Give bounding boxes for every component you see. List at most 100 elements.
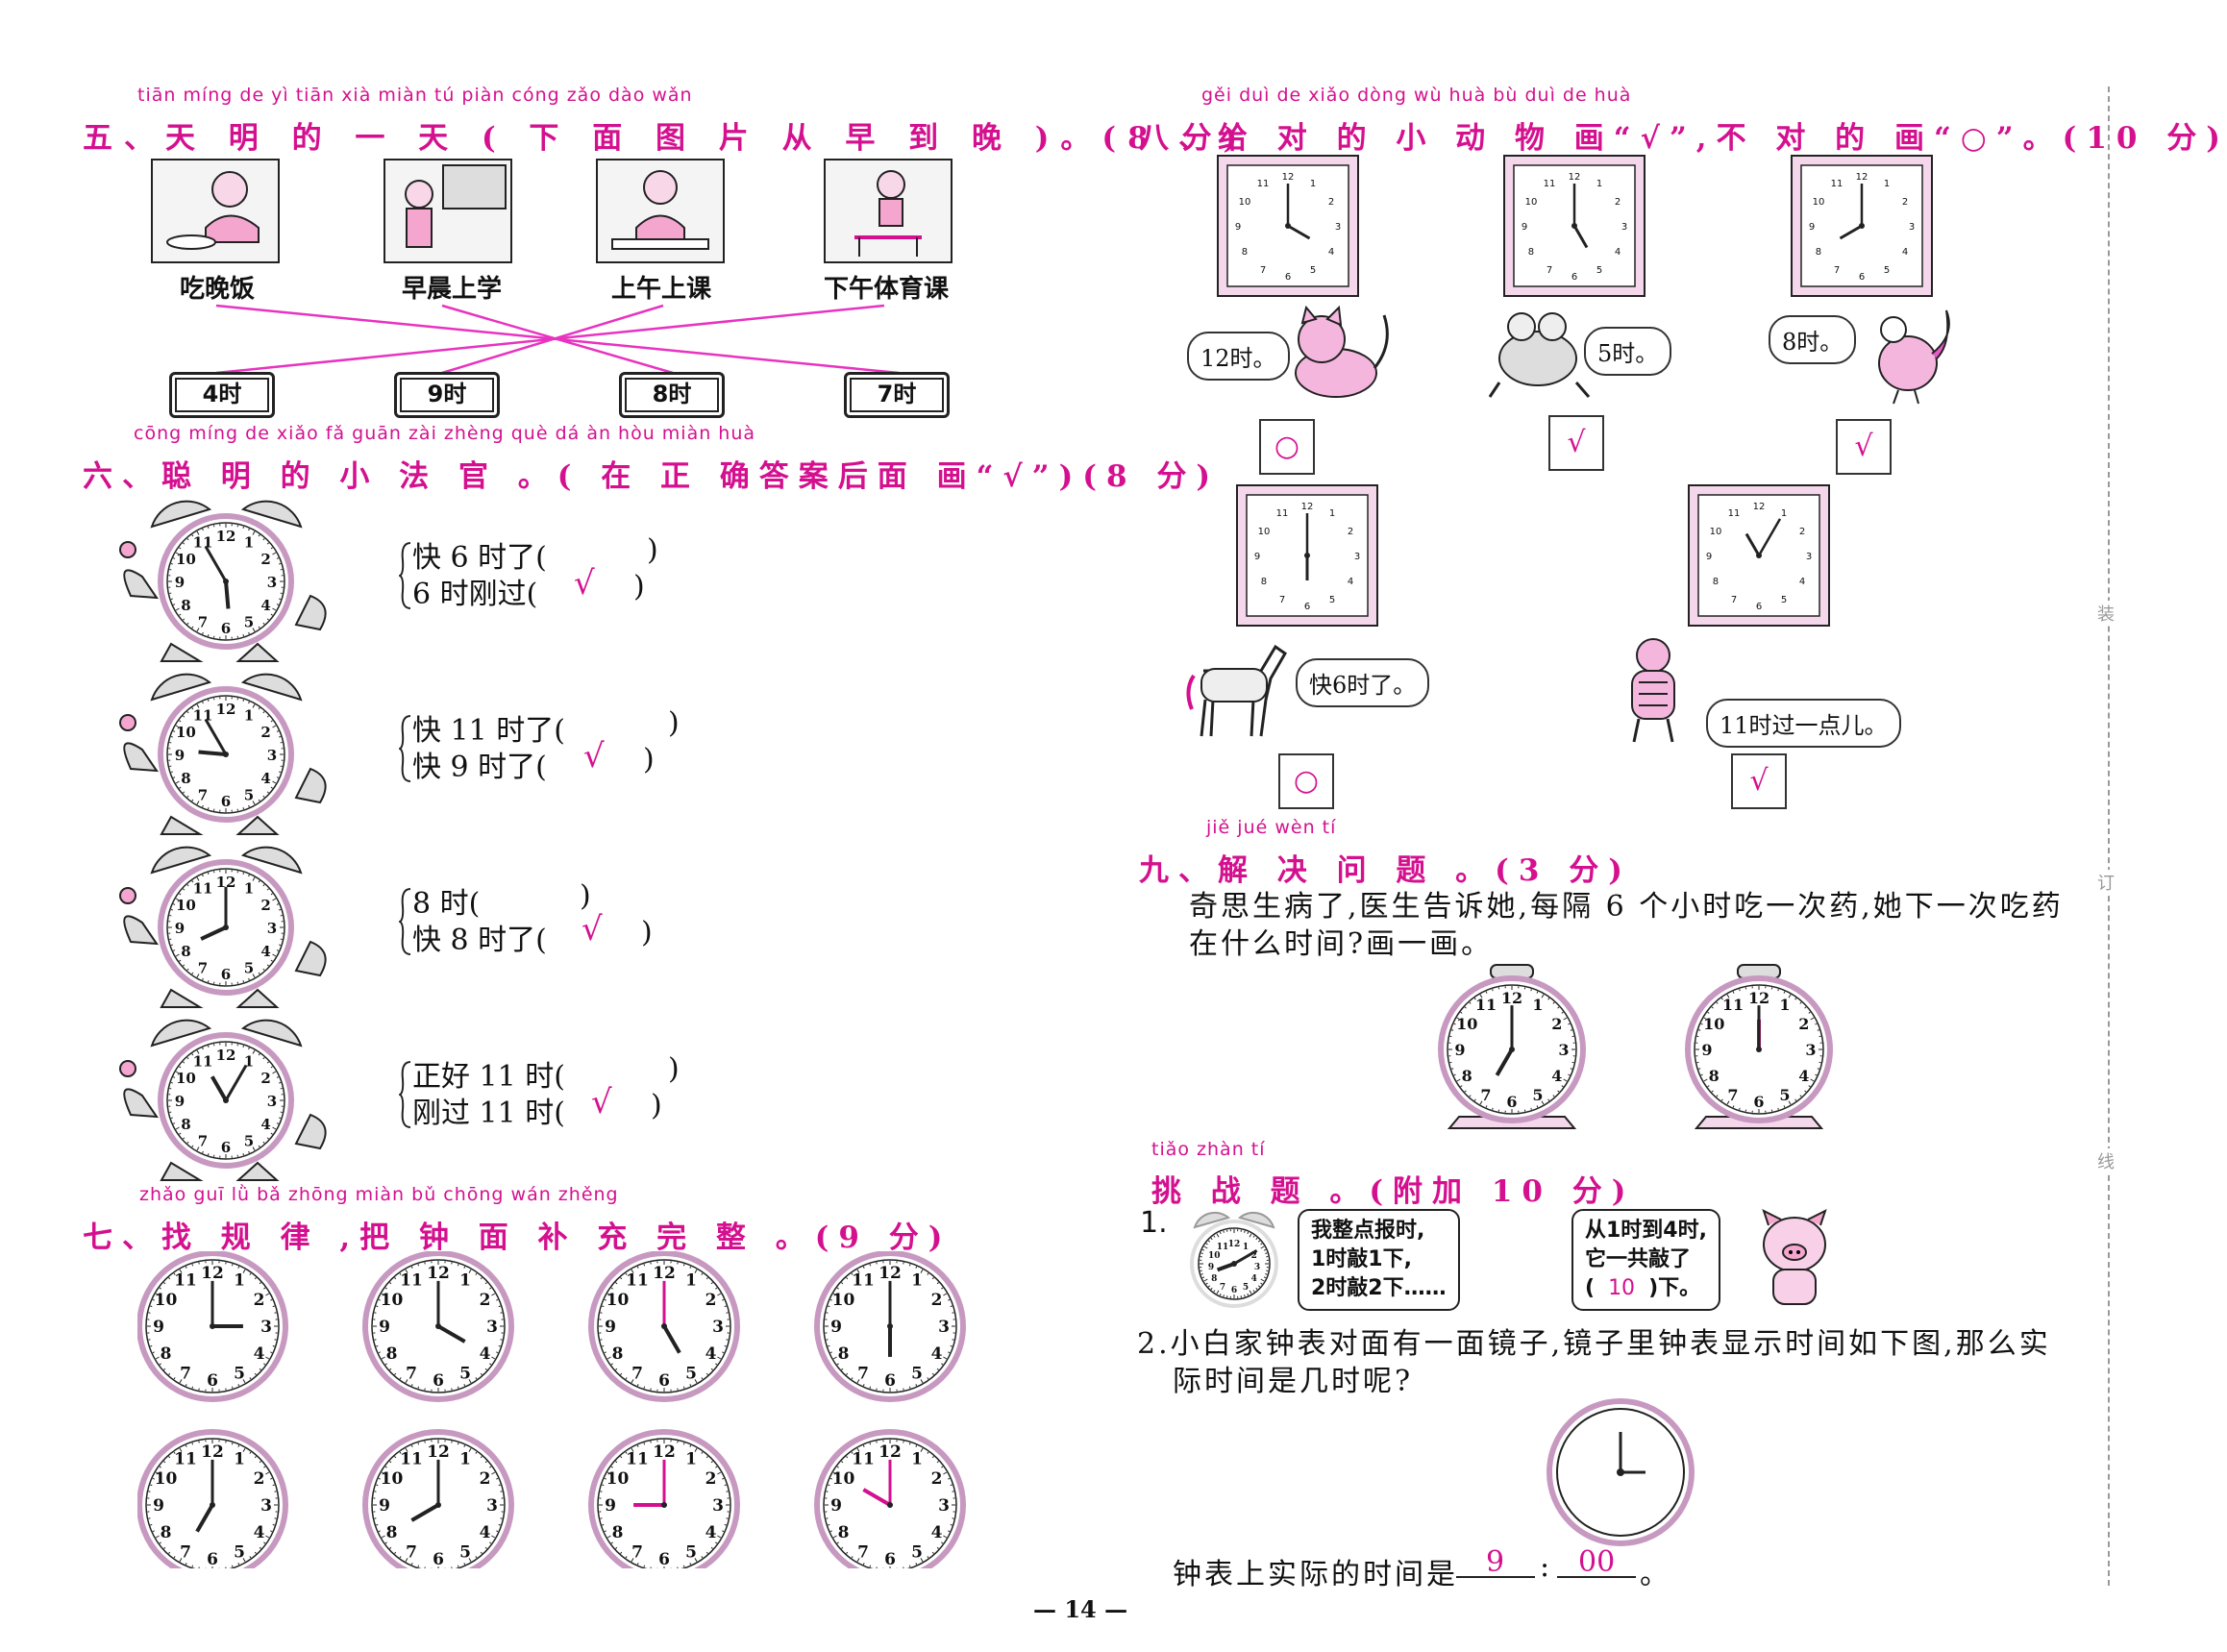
svg-text:1: 1 bbox=[244, 879, 254, 897]
svg-text:1: 1 bbox=[1781, 508, 1787, 519]
svg-text:12: 12 bbox=[1569, 172, 1581, 183]
picture-label-2: 早晨上学 bbox=[402, 275, 503, 304]
svg-text:7: 7 bbox=[180, 1364, 191, 1383]
svg-text:4: 4 bbox=[254, 1523, 265, 1542]
svg-text:2: 2 bbox=[1902, 197, 1908, 208]
svg-text:6: 6 bbox=[1304, 602, 1310, 612]
s6-item-1-answer: √ bbox=[574, 564, 595, 603]
svg-text:11: 11 bbox=[1217, 1243, 1229, 1252]
svg-text:1: 1 bbox=[1310, 179, 1316, 189]
picture-pe bbox=[824, 159, 953, 263]
s9-title: 九、解 决 问 题 。(3 分) bbox=[1139, 853, 1632, 888]
svg-text:5: 5 bbox=[244, 960, 254, 977]
svg-text:10: 10 bbox=[1208, 1251, 1221, 1261]
svg-text:7: 7 bbox=[406, 1364, 417, 1383]
svg-text:8: 8 bbox=[386, 1523, 398, 1542]
speech-bubble-tiger: 11时过一点儿。 bbox=[1706, 699, 1901, 748]
s5-title: 五、天 明 的 一 天 ( 下 面 图 片 从 早 到 晚 )。(8 分) bbox=[83, 121, 1250, 156]
svg-text:1: 1 bbox=[244, 706, 254, 724]
svg-text:11: 11 bbox=[626, 1450, 649, 1469]
svg-text:9: 9 bbox=[1208, 1263, 1214, 1272]
svg-text:3: 3 bbox=[712, 1496, 724, 1516]
svg-text:2: 2 bbox=[1348, 527, 1353, 537]
answer-box-3: √ bbox=[1836, 419, 1892, 475]
matching-lines bbox=[215, 304, 900, 375]
minute-answer: 00 bbox=[1578, 1545, 1616, 1579]
svg-text:5: 5 bbox=[234, 1364, 245, 1383]
svg-text:9: 9 bbox=[175, 920, 185, 937]
svg-text:1: 1 bbox=[911, 1271, 923, 1291]
svg-text:9: 9 bbox=[153, 1318, 164, 1337]
svg-text:1: 1 bbox=[244, 1052, 254, 1070]
svg-text:8: 8 bbox=[1242, 247, 1248, 258]
svg-text:9: 9 bbox=[830, 1318, 842, 1337]
s6-item-2-b: 快 9 时了( bbox=[412, 751, 547, 784]
svg-text:3: 3 bbox=[938, 1318, 950, 1337]
svg-text:1: 1 bbox=[685, 1450, 697, 1469]
svg-text:12: 12 bbox=[1753, 502, 1766, 512]
svg-text:8: 8 bbox=[161, 1344, 172, 1364]
svg-text:12: 12 bbox=[653, 1264, 676, 1283]
clock-speech-line-2: 1时敲1下, bbox=[1311, 1247, 1412, 1271]
svg-text:5: 5 bbox=[1532, 1086, 1543, 1104]
paren: ( bbox=[1585, 1276, 1596, 1300]
svg-text:6: 6 bbox=[207, 1550, 218, 1568]
answer-box-5: √ bbox=[1731, 753, 1787, 809]
svg-text:8: 8 bbox=[1816, 247, 1821, 258]
svg-text:6: 6 bbox=[221, 793, 231, 810]
svg-text:5: 5 bbox=[244, 614, 254, 631]
svg-text:4: 4 bbox=[260, 1116, 270, 1133]
picture-school bbox=[384, 159, 512, 263]
svg-text:12: 12 bbox=[201, 1264, 224, 1283]
svg-text:11: 11 bbox=[1728, 508, 1741, 519]
svg-text:11: 11 bbox=[174, 1271, 197, 1291]
svg-text:1: 1 bbox=[911, 1450, 923, 1469]
svg-text:5: 5 bbox=[685, 1542, 697, 1562]
svg-text:11: 11 bbox=[1544, 179, 1556, 189]
svg-text:12: 12 bbox=[427, 1264, 450, 1283]
svg-text:7: 7 bbox=[1731, 595, 1737, 605]
svg-text:12: 12 bbox=[201, 1442, 224, 1462]
svg-text:7: 7 bbox=[631, 1542, 643, 1562]
svg-text:6: 6 bbox=[221, 620, 231, 637]
svg-text:10: 10 bbox=[176, 897, 196, 914]
svg-text:2: 2 bbox=[705, 1469, 717, 1489]
svg-text:8: 8 bbox=[1528, 247, 1534, 258]
svg-text:7: 7 bbox=[631, 1364, 643, 1383]
svg-text:12: 12 bbox=[427, 1442, 450, 1462]
challenge-q2-line-1: 2.小白家钟表对面有一面镜子,镜子里钟表显示时间如下图,那么实 bbox=[1137, 1327, 2051, 1361]
s6-item-4-b: 刚过 11 时( bbox=[412, 1097, 565, 1130]
mirror-clock bbox=[1547, 1398, 1695, 1546]
svg-text:10: 10 bbox=[1703, 1015, 1724, 1033]
svg-text:6: 6 bbox=[433, 1550, 444, 1568]
svg-text:8: 8 bbox=[1261, 577, 1267, 587]
paren: ) bbox=[633, 570, 645, 604]
time-box-1: 4时 bbox=[169, 372, 275, 418]
s6-item-4-a: 正好 11 时( bbox=[412, 1060, 565, 1094]
answer-box-2: √ bbox=[1548, 415, 1604, 471]
svg-text:5: 5 bbox=[234, 1542, 245, 1562]
svg-text:6: 6 bbox=[884, 1371, 896, 1391]
s9-pinyin: jiě jué wèn tí bbox=[1206, 817, 1337, 838]
svg-text:6: 6 bbox=[884, 1550, 896, 1568]
s5-pinyin: tiān míng de yì tiān xià miàn tú piàn có… bbox=[137, 85, 693, 106]
svg-text:10: 10 bbox=[1258, 527, 1271, 537]
svg-text:8: 8 bbox=[838, 1344, 850, 1364]
svg-text:9: 9 bbox=[1254, 552, 1260, 562]
svg-text:11: 11 bbox=[193, 533, 213, 551]
svg-text:9: 9 bbox=[175, 574, 185, 591]
svg-text:7: 7 bbox=[198, 614, 208, 631]
svg-text:9: 9 bbox=[379, 1318, 390, 1337]
svg-text:3: 3 bbox=[267, 574, 277, 591]
svg-text:4: 4 bbox=[1348, 577, 1353, 587]
svg-text:2: 2 bbox=[480, 1469, 491, 1489]
svg-text:7: 7 bbox=[1220, 1283, 1225, 1293]
svg-text:3: 3 bbox=[1909, 222, 1915, 233]
svg-text:11: 11 bbox=[193, 1052, 213, 1070]
svg-text:10: 10 bbox=[1710, 527, 1722, 537]
svg-text:11: 11 bbox=[193, 706, 213, 724]
